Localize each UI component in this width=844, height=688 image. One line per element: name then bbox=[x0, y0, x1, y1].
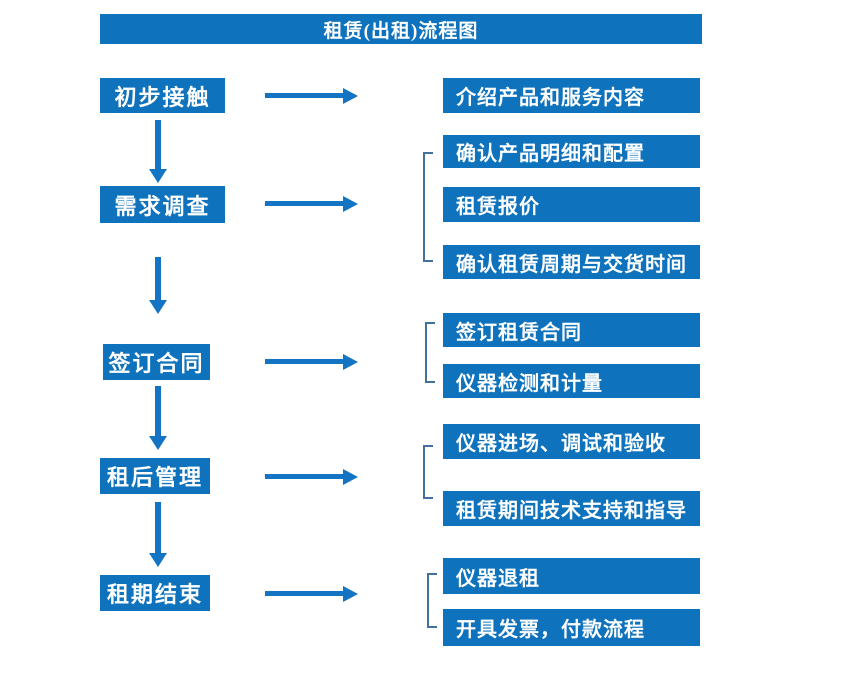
detail-box-invoice-payment: 开具发票，付款流程 bbox=[443, 609, 700, 646]
detail-box-sign-rental-contract: 签订租赁合同 bbox=[443, 313, 700, 347]
detail-box-tech-support: 租赁期间技术支持和指导 bbox=[443, 491, 700, 526]
right-arrow-1-icon bbox=[265, 93, 343, 98]
detail-box-instrument-setup-acceptance: 仪器进场、调试和验收 bbox=[443, 424, 700, 459]
right-arrow-3-icon bbox=[265, 359, 343, 364]
right-arrow-4-icon bbox=[265, 474, 343, 479]
right-arrow-5-icon bbox=[265, 591, 343, 596]
detail-box-confirm-product-details: 确认产品明细和配置 bbox=[443, 135, 700, 168]
right-arrow-2-icon bbox=[265, 201, 343, 206]
detail-box-instrument-inspection: 仪器检测和计量 bbox=[443, 364, 700, 398]
step-box-post-rental-management: 租后管理 bbox=[100, 458, 210, 494]
down-arrow-2-icon bbox=[155, 257, 161, 301]
detail-box-rental-quote: 租赁报价 bbox=[443, 187, 700, 222]
detail-box-introduce-products: 介绍产品和服务内容 bbox=[443, 78, 700, 113]
down-arrow-3-icon bbox=[155, 386, 161, 437]
bracket-group-lease-end bbox=[427, 573, 437, 628]
down-arrow-1-icon bbox=[155, 120, 161, 170]
down-arrow-4-icon bbox=[155, 502, 161, 554]
step-box-initial-contact: 初步接触 bbox=[100, 78, 225, 113]
step-box-sign-contract: 签订合同 bbox=[103, 344, 210, 380]
detail-box-instrument-return: 仪器退租 bbox=[443, 558, 700, 594]
bracket-group-demand-survey bbox=[423, 152, 433, 262]
bracket-group-sign-contract bbox=[425, 322, 435, 383]
bracket-group-post-rental bbox=[423, 445, 433, 499]
detail-box-confirm-period-delivery: 确认租赁周期与交货时间 bbox=[443, 245, 700, 279]
flowchart-title: 租赁(出租)流程图 bbox=[100, 14, 702, 44]
step-box-demand-survey: 需求调查 bbox=[100, 186, 225, 223]
step-box-lease-end: 租期结束 bbox=[100, 575, 210, 611]
